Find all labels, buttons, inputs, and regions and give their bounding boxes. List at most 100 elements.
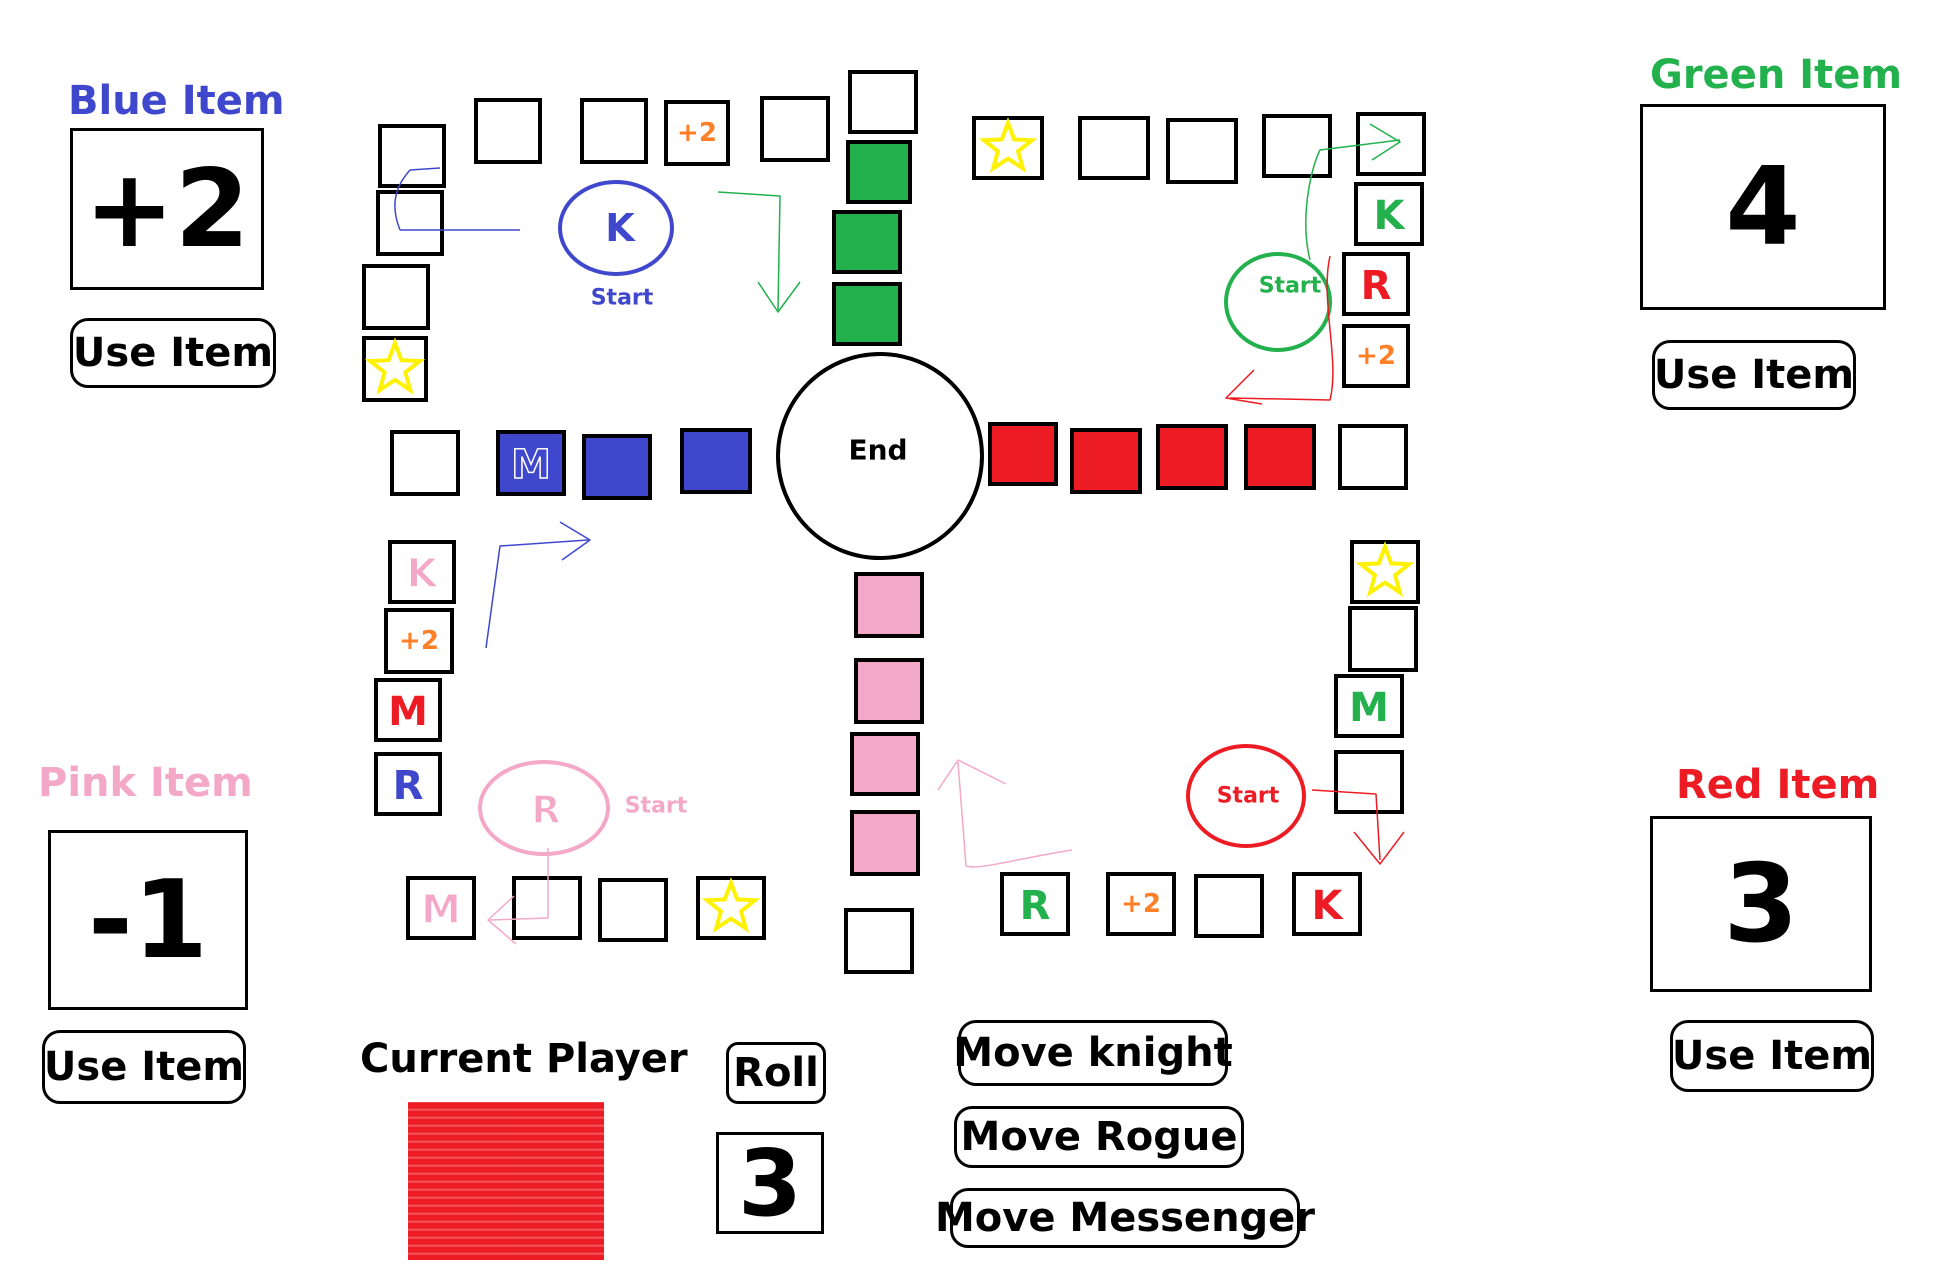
blue-start-knight: K (605, 206, 636, 250)
green-use-item-button[interactable]: Use Item (1652, 340, 1856, 410)
board-tile (378, 124, 446, 188)
path-tile-colored (832, 210, 902, 274)
path-tile-colored (1070, 428, 1142, 494)
path-tile-colored (988, 422, 1058, 486)
piece-messenger-marker: M (388, 689, 428, 735)
piece-knight-marker: K (1312, 883, 1345, 929)
bonus-tile-label: +2 (1356, 341, 1396, 371)
board-tile (664, 100, 730, 166)
end-label: End (848, 434, 907, 467)
board-tile (388, 540, 456, 604)
green-start-circle (1224, 252, 1332, 352)
piece-rogue-marker: R (1361, 263, 1392, 309)
red-direction-arrow (1225, 255, 1334, 405)
board-tile (512, 876, 582, 940)
pink-start-rogue: R (531, 788, 560, 832)
path-tile-colored (680, 428, 752, 494)
pink-start-circle (478, 760, 610, 856)
board-tile (1354, 182, 1424, 246)
board-tile (1342, 324, 1410, 388)
star-icon (1355, 541, 1415, 598)
piece-rogue-marker: R (1020, 883, 1051, 929)
board-tile (598, 878, 668, 942)
star-icon (978, 117, 1038, 174)
current-player-label: Current Player (360, 1036, 688, 1082)
board-tile (1000, 872, 1070, 936)
move-messenger-button[interactable]: Move Messenger (935, 1188, 1315, 1248)
red-start-circle (1186, 744, 1306, 848)
piece-knight-marker: K (1374, 193, 1407, 239)
board-tile (362, 264, 430, 330)
board-tile (1166, 118, 1238, 184)
bonus-tile-label: +2 (677, 118, 717, 148)
red-item-value: 3 (1650, 816, 1872, 992)
pink-start-label: Start (625, 794, 688, 819)
board-tile (1262, 114, 1332, 178)
star-icon (701, 877, 761, 934)
board-tile (406, 876, 476, 940)
path-tile-colored (850, 810, 920, 876)
current-player-swatch (408, 1102, 604, 1260)
green-start-label: Start (1259, 274, 1322, 299)
end-circle (776, 352, 984, 560)
pink-item-value: -1 (48, 830, 248, 1010)
board-tile (760, 96, 830, 162)
roll-button[interactable]: Roll (726, 1042, 826, 1104)
board-tile (844, 908, 914, 974)
path-tile-colored (846, 140, 912, 204)
board-tile (1292, 872, 1362, 936)
bonus-tile-label: +2 (399, 626, 439, 656)
blue-start-label: Start (591, 286, 654, 311)
board-tile (374, 752, 442, 816)
path-tile-colored (496, 430, 566, 496)
board-tile (580, 98, 648, 164)
blue-item-value: +2 (70, 128, 264, 290)
board-tile (1334, 750, 1404, 814)
pink-turn-arrow (937, 759, 1073, 868)
path-tile-colored (850, 732, 920, 796)
path-tile-colored (854, 572, 924, 638)
roll-value: 3 (716, 1130, 824, 1237)
board-tile (1348, 606, 1418, 672)
path-tile-colored (582, 434, 652, 500)
move-knight-button[interactable]: Move knight (953, 1020, 1233, 1086)
board-tile (376, 190, 444, 256)
blue-start-circle (558, 180, 674, 276)
path-tile-colored (1244, 424, 1316, 490)
pink-direction-arrow (487, 848, 549, 945)
board-tile (1338, 424, 1408, 490)
board-tile (474, 98, 542, 164)
green-item-title: Green Item (1650, 52, 1903, 98)
blue-item-title: Blue Item (68, 78, 285, 124)
path-tile-colored (832, 282, 902, 346)
board-tile (1342, 252, 1410, 316)
move-rogue-button[interactable]: Move Rogue (954, 1106, 1244, 1168)
blue-turn-arrow (485, 521, 591, 649)
pink-use-item-button[interactable]: Use Item (42, 1030, 246, 1104)
bonus-tile-label: +2 (1121, 889, 1161, 919)
piece-knight-marker: K (407, 551, 440, 597)
board-tile (390, 430, 460, 496)
green-turn-arrow (1305, 123, 1401, 261)
piece-messenger-marker: M (511, 442, 551, 488)
board-tile (696, 876, 766, 940)
star-icon (364, 337, 426, 395)
green-direction-arrow (717, 191, 801, 313)
piece-rogue-marker: R (393, 763, 424, 809)
path-tile-colored (854, 658, 924, 724)
board-tile (374, 678, 442, 742)
red-use-item-button[interactable]: Use Item (1670, 1020, 1874, 1092)
pink-item-title: Pink Item (38, 760, 253, 806)
piece-messenger-marker: M (1349, 685, 1389, 731)
board-tile (1334, 674, 1404, 738)
blue-direction-arrow (394, 167, 520, 231)
red-turn-arrow (1311, 789, 1405, 865)
red-start-label: Start (1217, 784, 1280, 809)
path-tile-colored (1156, 424, 1228, 490)
board-tile (848, 70, 918, 134)
piece-messenger-marker: M (421, 887, 461, 933)
blue-use-item-button[interactable]: Use Item (70, 318, 276, 388)
board-tile (384, 608, 454, 674)
board-tile (1106, 872, 1176, 936)
